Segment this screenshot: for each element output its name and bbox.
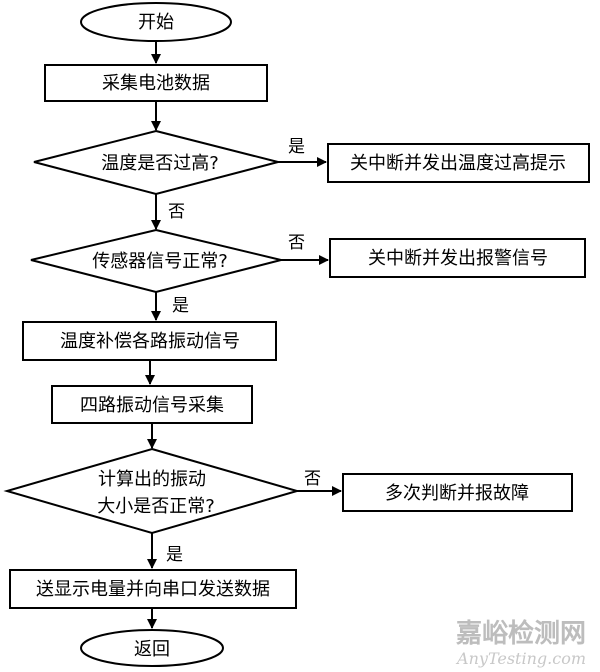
four-way-collect-box [51, 385, 253, 424]
temp-yes-label: 是 [288, 137, 305, 157]
sensor-fail-action-label: 关中断并发出报警信号 [368, 248, 548, 269]
send-display-label: 送显示电量并向串口发送数据 [36, 579, 270, 600]
return-terminal [80, 629, 224, 667]
vibration-yes-label: 是 [166, 545, 183, 565]
temp-compensate-label: 温度补偿各路振动信号 [60, 331, 240, 352]
four-way-collect-label: 四路振动信号采集 [80, 395, 224, 416]
collect-battery-label: 采集电池数据 [102, 73, 210, 94]
send-display-box [9, 569, 297, 609]
collect-battery-box [44, 64, 268, 102]
start-label: 开始 [138, 12, 174, 33]
vibration-fail-action-label: 多次判断并报故障 [385, 483, 529, 504]
vibration-label-line2: 大小是否正常? [97, 496, 215, 517]
watermark-cn: 嘉峪检测网 [456, 618, 586, 649]
watermark-en: AnyTesting.com [455, 649, 586, 668]
temp-high-action-label: 关中断并发出温度过高提示 [350, 153, 566, 174]
sensor-yes-label: 是 [172, 296, 189, 316]
return-label: 返回 [134, 639, 170, 660]
temp-no-label: 否 [168, 202, 185, 222]
vibration-fail-action-box [342, 473, 573, 512]
sensor-fail-action-box [329, 238, 586, 278]
vibration-no-label: 否 [304, 469, 321, 489]
sensor-ok-label: 传感器信号正常? [92, 251, 228, 272]
temp-high-label: 温度是否过高? [101, 153, 219, 174]
temp-high-action-box [327, 143, 590, 183]
vibration-label-line1: 计算出的振动 [98, 469, 206, 490]
sensor-no-label: 否 [288, 233, 305, 253]
vibration-decision [3, 447, 301, 535]
